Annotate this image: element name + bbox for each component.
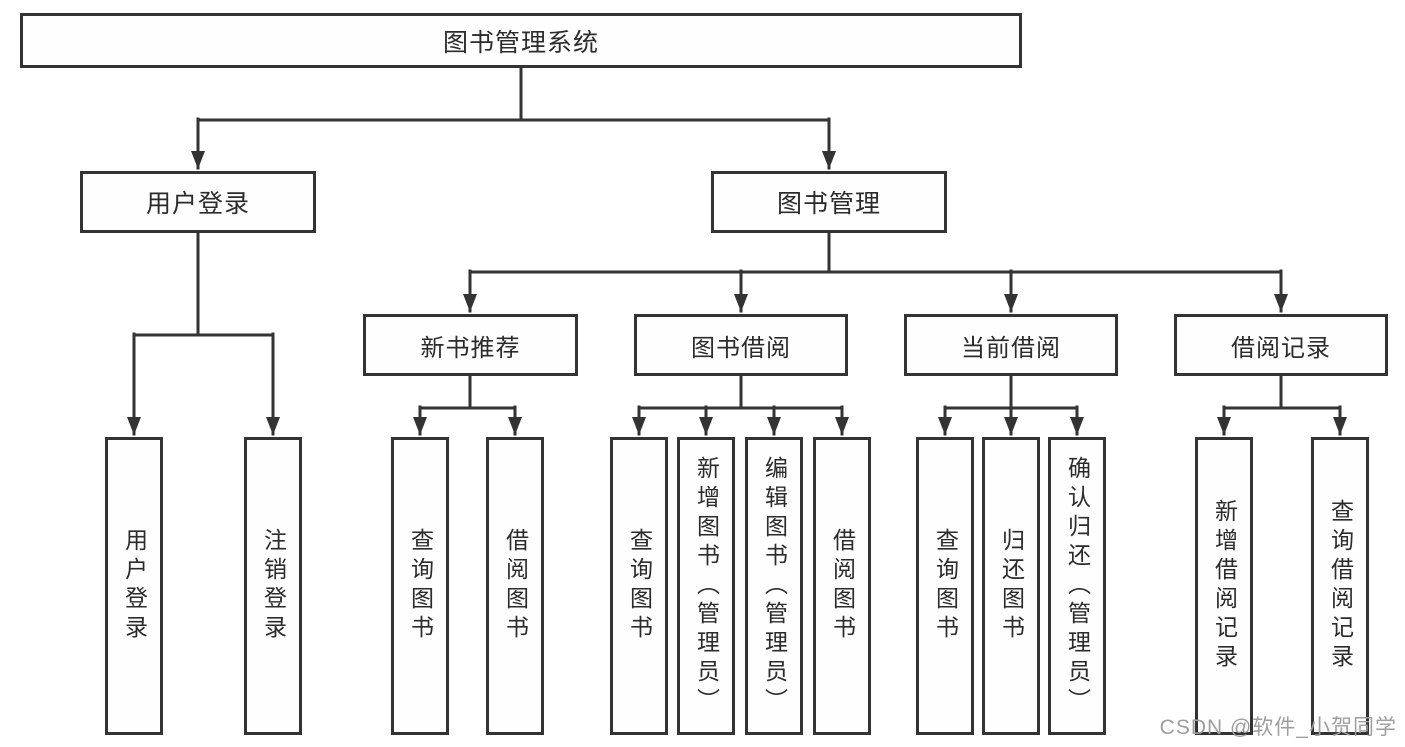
leaf-borrowing-borrow-books: 借阅图书 [813, 437, 871, 735]
node-borrowing-records: 借阅记录 [1174, 314, 1388, 376]
leaf-recommend-borrow-books-label: 借阅图书 [502, 528, 529, 644]
leaf-borrowing-edit-books-admin: 编辑图书（管理员） [745, 437, 803, 735]
node-user-login: 用户登录 [80, 171, 316, 233]
leaf-logout-label: 注销登录 [260, 528, 287, 644]
node-borrowing-records-label: 借阅记录 [1231, 334, 1331, 362]
node-root-label: 图书管理系统 [442, 28, 599, 57]
node-current-borrowing: 当前借阅 [904, 314, 1118, 376]
node-book-borrowing-label: 图书借阅 [691, 334, 791, 362]
leaf-records-query-borrow-record-label: 查询借阅记录 [1327, 499, 1354, 673]
node-current-borrowing-label: 当前借阅 [961, 334, 1061, 362]
leaf-current-query-books-label: 查询图书 [932, 528, 959, 644]
leaf-current-confirm-return-admin-label: 确认归还（管理员） [1064, 455, 1091, 717]
leaf-borrowing-add-books-admin-label: 新增图书（管理员） [693, 455, 720, 717]
leaf-current-return-books: 归还图书 [982, 437, 1040, 735]
leaf-records-add-borrow-record-label: 新增借阅记录 [1211, 499, 1238, 673]
leaf-recommend-borrow-books: 借阅图书 [486, 437, 544, 735]
leaf-current-query-books: 查询图书 [916, 437, 974, 735]
leaf-borrowing-add-books-admin: 新增图书（管理员） [677, 437, 735, 735]
leaf-records-query-borrow-record: 查询借阅记录 [1311, 437, 1369, 735]
node-root: 图书管理系统 [20, 13, 1022, 68]
node-new-book-recommend: 新书推荐 [363, 314, 578, 376]
leaf-logout: 注销登录 [244, 437, 302, 735]
node-new-book-recommend-label: 新书推荐 [420, 334, 521, 362]
leaf-borrowing-borrow-books-label: 借阅图书 [829, 528, 856, 644]
leaf-borrowing-query-books-label: 查询图书 [626, 528, 653, 644]
node-book-management: 图书管理 [711, 171, 947, 233]
leaf-current-confirm-return-admin: 确认归还（管理员） [1048, 437, 1106, 735]
leaf-recommend-query-books-label: 查询图书 [407, 528, 434, 644]
node-book-borrowing: 图书借阅 [634, 314, 848, 376]
leaf-user-login-label: 用户登录 [121, 528, 148, 644]
leaf-current-return-books-label: 归还图书 [998, 528, 1025, 644]
leaf-recommend-query-books: 查询图书 [391, 437, 449, 735]
leaf-records-add-borrow-record: 新增借阅记录 [1195, 437, 1253, 735]
leaf-user-login: 用户登录 [105, 437, 163, 735]
node-user-login-label: 用户登录 [145, 190, 250, 218]
leaf-borrowing-edit-books-admin-label: 编辑图书（管理员） [761, 455, 788, 717]
csdn-watermark: CSDN @软件_小贺同学 [1159, 716, 1397, 739]
node-book-management-label: 图书管理 [776, 190, 881, 218]
leaf-borrowing-query-books: 查询图书 [610, 437, 668, 735]
